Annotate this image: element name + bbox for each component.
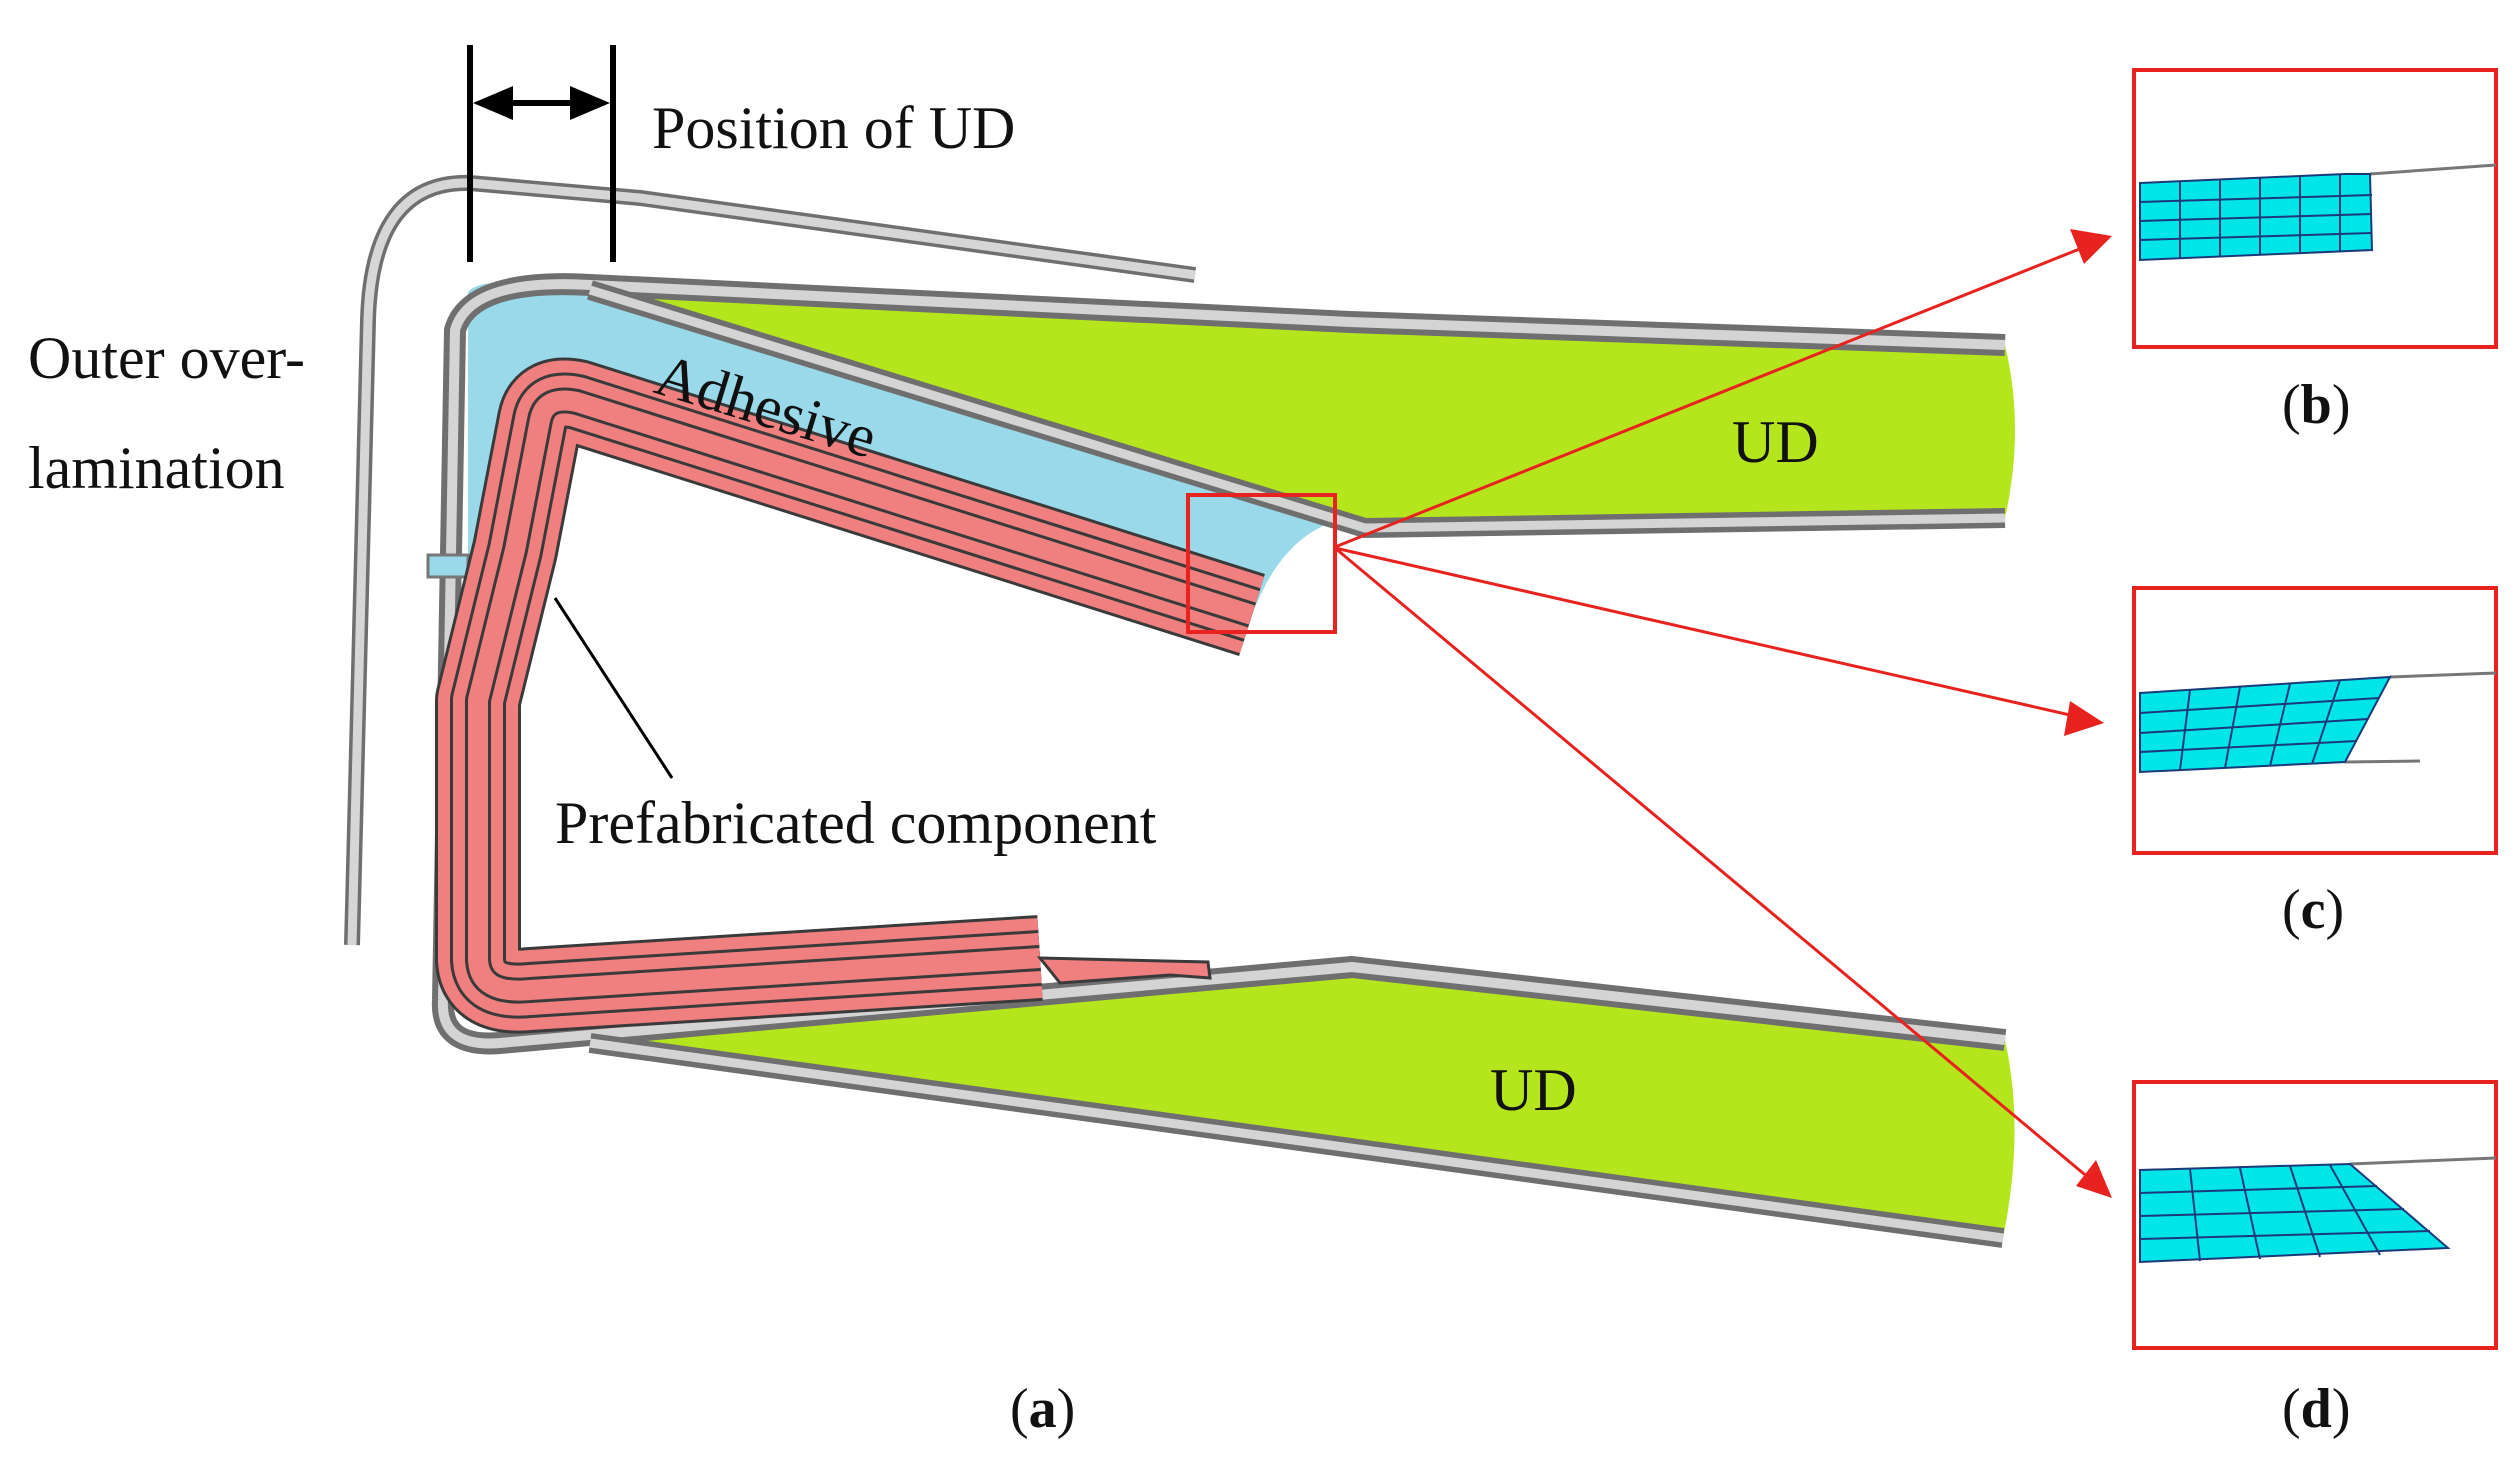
position-of-ud-label: Position of UD bbox=[652, 95, 1015, 161]
prefabricated-component bbox=[435, 357, 1265, 1034]
detail-panel-c bbox=[2132, 586, 2498, 855]
zoom-arrows bbox=[1334, 229, 2112, 1198]
caption-a: (a) bbox=[1010, 1378, 1075, 1440]
caption-d: (d) bbox=[2282, 1378, 2350, 1440]
caption-b: (b) bbox=[2282, 374, 2350, 436]
ud-upper-region bbox=[590, 285, 2015, 528]
prefabricated-component-label: Prefabricated component bbox=[555, 790, 1157, 856]
ud-lower-label: UD bbox=[1490, 1057, 1577, 1123]
detail-panel-d bbox=[2132, 1080, 2498, 1350]
outer-over-lamination-label-line1: Outer over- bbox=[28, 325, 305, 391]
ud-upper-label: UD bbox=[1732, 409, 1819, 475]
caption-c: (c) bbox=[2282, 879, 2344, 941]
detail-panel-b bbox=[2132, 68, 2498, 349]
ud-lower-region bbox=[590, 967, 2015, 1238]
zoom-box bbox=[1186, 493, 1337, 634]
outer-over-lamination-label-line2: lamination bbox=[28, 435, 285, 501]
prefab-leader-line bbox=[553, 597, 674, 779]
gap-tab bbox=[426, 553, 470, 579]
position-of-ud-marker bbox=[467, 45, 616, 262]
